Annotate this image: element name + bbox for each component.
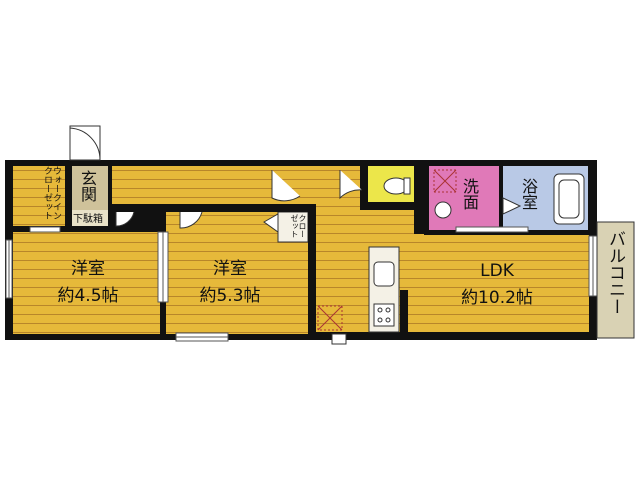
wall (360, 204, 424, 210)
door-swing (339, 170, 363, 200)
sink-icon (434, 201, 452, 219)
entrance-floor (72, 166, 108, 210)
balcony-door (331, 333, 347, 345)
western-room-1-floor (13, 232, 161, 334)
window (455, 226, 529, 233)
stove-icon (373, 303, 395, 327)
wall (308, 204, 316, 334)
wall (499, 166, 503, 230)
balcony-label: バルコニー (605, 230, 625, 315)
wall (65, 166, 72, 232)
door-swing (502, 197, 522, 215)
walk-in-closet-label: ウォークインクローゼット (42, 166, 61, 220)
ldk-size: 約10.2帖 (461, 288, 533, 308)
western-room-1-name: 洋室 (71, 259, 105, 279)
hallway-floor (110, 166, 362, 204)
closet-label: クローゼット (290, 214, 307, 238)
bathroom-label: 浴室 (519, 178, 538, 210)
entrance-label: 玄関 (78, 170, 97, 202)
wall (414, 166, 429, 234)
wall (400, 290, 408, 334)
door-swing (115, 211, 135, 227)
washing-machine-space (433, 169, 457, 193)
ldk-name: LDK (480, 261, 515, 281)
balcony (596, 221, 635, 339)
storage-marker (317, 305, 343, 331)
window (29, 226, 61, 233)
wall (110, 204, 315, 212)
shoebox-area (72, 210, 108, 226)
door-swing (271, 170, 301, 202)
western-room-2-name: 洋室 (213, 259, 247, 279)
shoe-box-label: 下駄箱 (73, 212, 103, 225)
door-swing (179, 211, 203, 229)
wall (360, 166, 368, 210)
western-room-1-size: 約4.5帖 (57, 286, 118, 306)
kitchen-sink-icon (373, 261, 395, 287)
ldk-floor (408, 234, 589, 332)
door-swing (263, 213, 279, 233)
western-room-2-size: 約5.3帖 (199, 286, 260, 306)
walk-in-closet-floor (13, 166, 65, 226)
washroom-label: 洗面 (460, 178, 479, 210)
wall (108, 166, 112, 210)
